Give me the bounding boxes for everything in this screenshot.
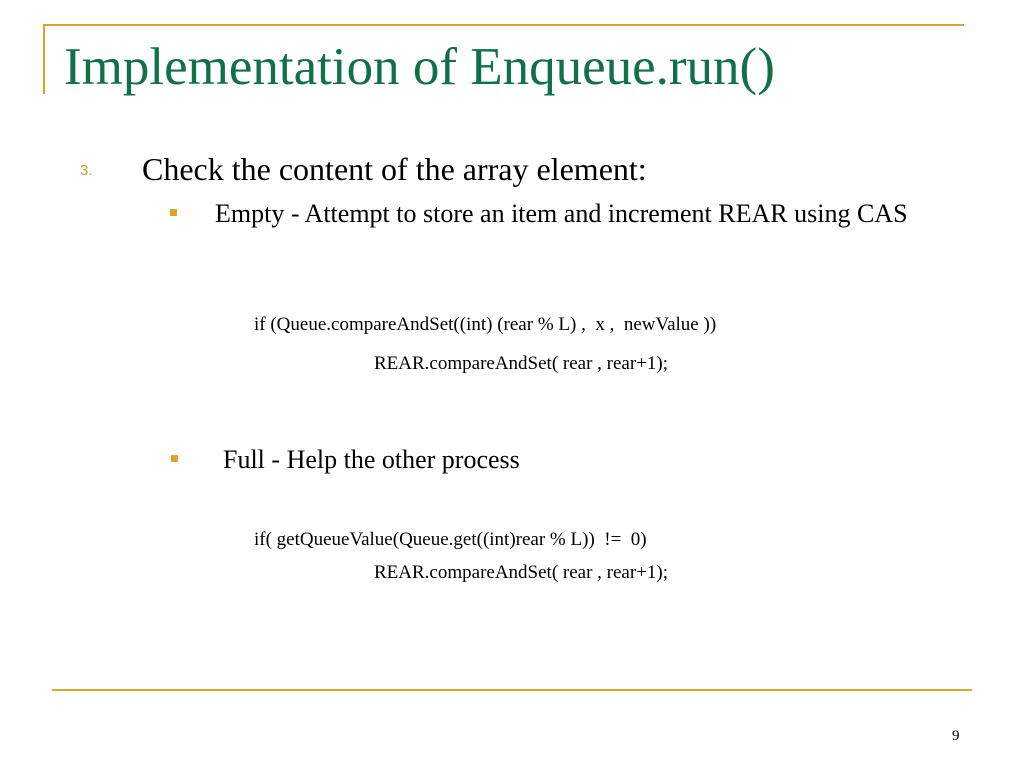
- slide-title: Implementation of Enqueue.run(): [64, 38, 775, 96]
- list-item-text: Check the content of the array element:: [142, 151, 647, 187]
- code-line-rear-increment: REAR.compareAndSet( rear , rear+1);: [374, 562, 669, 583]
- code-line-if-compare-and-set: if (Queue.compareAndSet((int) (rear % L)…: [254, 314, 717, 335]
- code-line-if-get-queue-value: if( getQueueValue(Queue.get((int)rear % …: [254, 529, 647, 550]
- left-rule: [43, 24, 45, 94]
- list-item-number: 3.: [80, 162, 93, 179]
- code-line-rear-increment: REAR.compareAndSet( rear , rear+1);: [374, 353, 669, 374]
- square-bullet-icon: [170, 209, 177, 216]
- page-number: 9: [952, 728, 960, 744]
- square-bullet-icon: [171, 455, 178, 462]
- top-rule: [44, 24, 964, 26]
- bullet-full-text: Full - Help the other process: [223, 445, 520, 474]
- bottom-rule: [52, 689, 972, 691]
- bullet-empty-text: Empty - Attempt to store an item and inc…: [215, 199, 908, 228]
